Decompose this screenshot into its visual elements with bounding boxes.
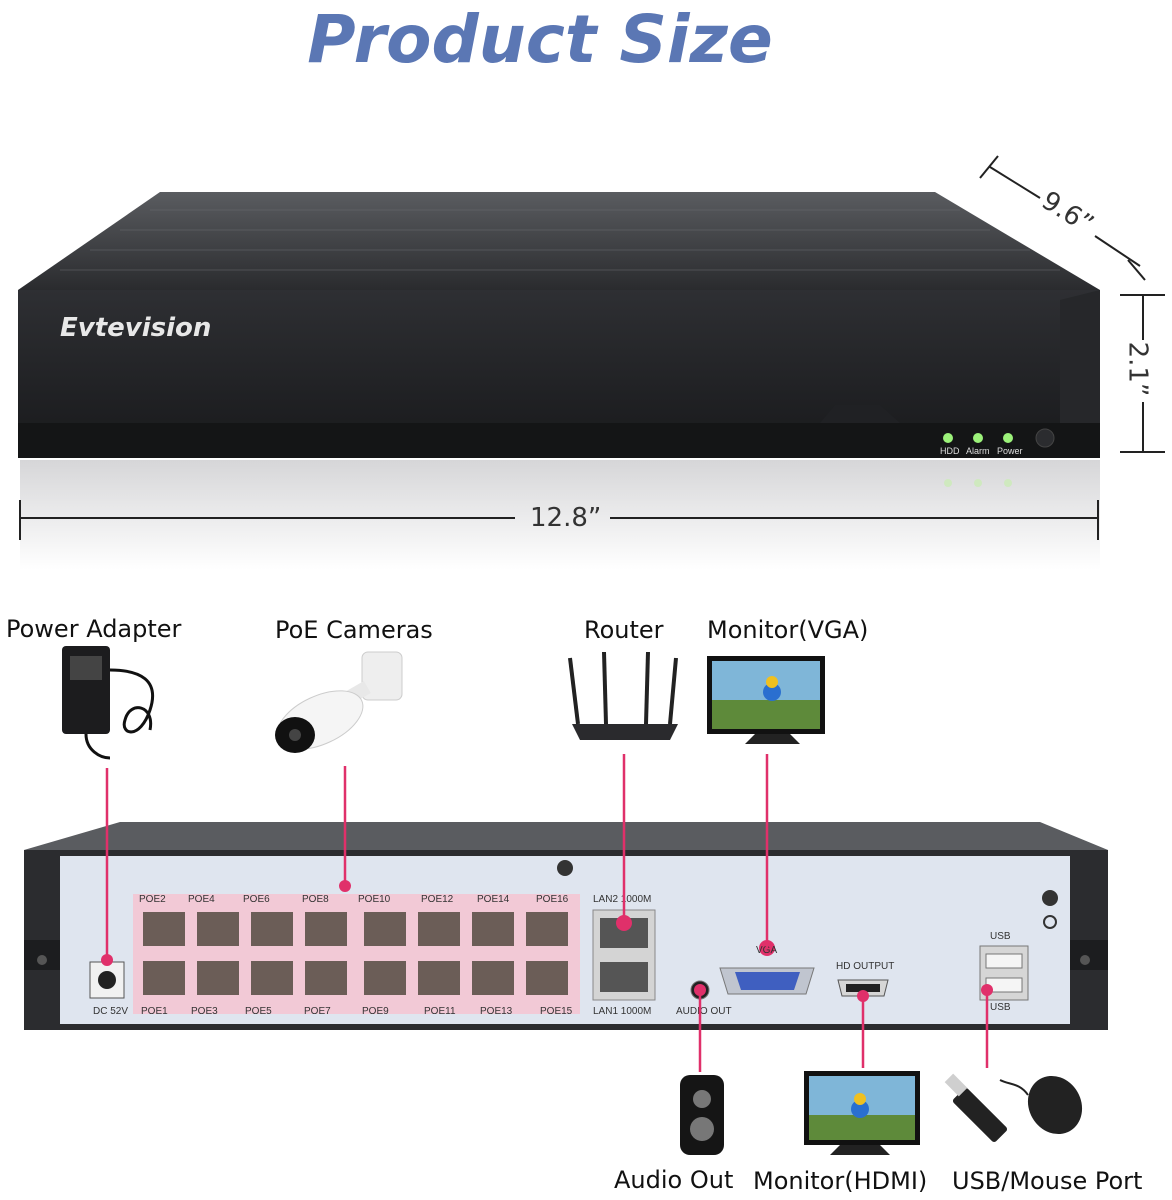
nvr-back-panel: [24, 822, 1108, 1030]
poe3-label: POE3: [191, 1006, 218, 1017]
poe12-label: POE12: [421, 894, 454, 905]
vga-port-label: VGA: [756, 945, 778, 956]
usb-top-label: USB: [990, 931, 1011, 942]
power-led-icon: [1003, 433, 1013, 443]
poe-port-grid: [143, 912, 568, 995]
hdd-led-icon: [943, 433, 953, 443]
lan2-label: LAN2 1000M: [593, 894, 652, 905]
alarm-led-icon: [973, 433, 983, 443]
ir-receiver-icon: [1035, 428, 1055, 448]
monitor-vga-label: Monitor(VGA): [707, 616, 869, 644]
poe13-label: POE13: [480, 1006, 513, 1017]
poe5-label: POE5: [245, 1006, 272, 1017]
monitor-vga-icon: [707, 656, 825, 744]
poe16-label: POE16: [536, 894, 569, 905]
power-led-label: Power: [997, 446, 1023, 456]
nvr-front-illustration: [18, 155, 1165, 570]
poe14-label: POE14: [477, 894, 510, 905]
device-icons-top: [62, 646, 825, 760]
poe11-label: POE11: [424, 1006, 456, 1017]
usb-mouse-port-label: USB/Mouse Port: [952, 1167, 1143, 1195]
poe6-label: POE6: [243, 894, 270, 905]
router-icon: [568, 651, 678, 740]
monitor-hdmi-label: Monitor(HDMI): [753, 1167, 928, 1195]
mouse-icon: [999, 1075, 1083, 1135]
alarm-led-label: Alarm: [966, 446, 990, 456]
audio-out-port-label: AUDIO OUT: [676, 1006, 732, 1017]
usb-stick-icon: [944, 1073, 1008, 1143]
poe2-label: POE2: [139, 894, 166, 905]
poe15-label: POE15: [540, 1006, 573, 1017]
hd-output-label: HD OUTPUT: [836, 961, 895, 972]
router-label: Router: [584, 616, 664, 644]
lan1-label: LAN1 1000M: [593, 1006, 652, 1017]
brand-logo: Evtevision: [60, 313, 212, 343]
device-icons-bottom: [680, 1071, 1083, 1155]
poe8-label: POE8: [302, 894, 329, 905]
dc-label: DC 52V: [93, 1006, 129, 1017]
width-dimension: 12.8”: [530, 503, 602, 533]
usb-bottom-label: USB: [990, 1002, 1011, 1013]
hdd-led-label: HDD: [940, 446, 960, 456]
audio-out-label: Audio Out: [614, 1166, 734, 1194]
poe7-label: POE7: [304, 1006, 331, 1017]
poe1-label: POE1: [141, 1006, 168, 1017]
poe-camera-icon: [275, 651, 403, 753]
poe10-label: POE10: [358, 894, 391, 905]
poe4-label: POE4: [188, 894, 215, 905]
speaker-icon: [680, 1075, 724, 1155]
poe-cameras-label: PoE Cameras: [275, 616, 433, 644]
monitor-hdmi-icon: [804, 1071, 920, 1155]
power-adapter-icon: [62, 646, 155, 760]
power-adapter-label: Power Adapter: [6, 615, 182, 643]
poe9-label: POE9: [362, 1006, 389, 1017]
page-title: Product Size: [307, 1, 773, 78]
